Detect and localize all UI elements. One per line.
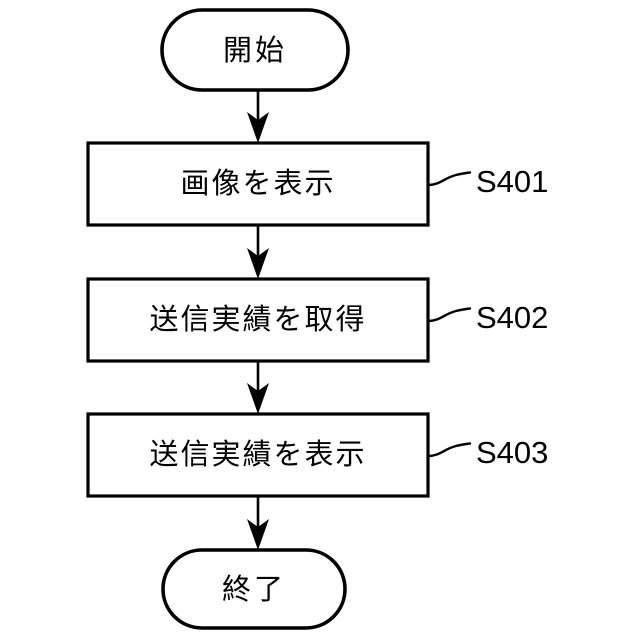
arrowhead-s403-to-end	[247, 519, 269, 550]
step-reference-s401: S401	[476, 164, 549, 199]
process-box-s401-shape	[86, 141, 430, 227]
arrowhead-start-to-s401	[247, 112, 269, 143]
leader-line-s403	[426, 442, 472, 458]
leader-line-s401	[426, 171, 472, 187]
process-label-s402: 送信実績を取得	[149, 302, 367, 336]
terminator-start-label: 開始	[222, 33, 287, 67]
step-reference-s403: S403	[476, 435, 549, 470]
terminator-start-shape	[160, 8, 350, 92]
process-label-s403: 送信実績を表示	[149, 437, 367, 471]
terminator-end-label: 終了	[221, 572, 286, 606]
arrowhead-s402-to-s403	[247, 383, 269, 414]
step-reference-s402: S402	[476, 300, 549, 335]
terminator-end-shape	[161, 548, 347, 630]
leader-line-s402	[426, 307, 472, 323]
arrowhead-s401-to-s402	[247, 248, 269, 279]
process-box-s402-shape	[86, 277, 430, 363]
process-label-s401: 画像を表示	[180, 166, 336, 200]
